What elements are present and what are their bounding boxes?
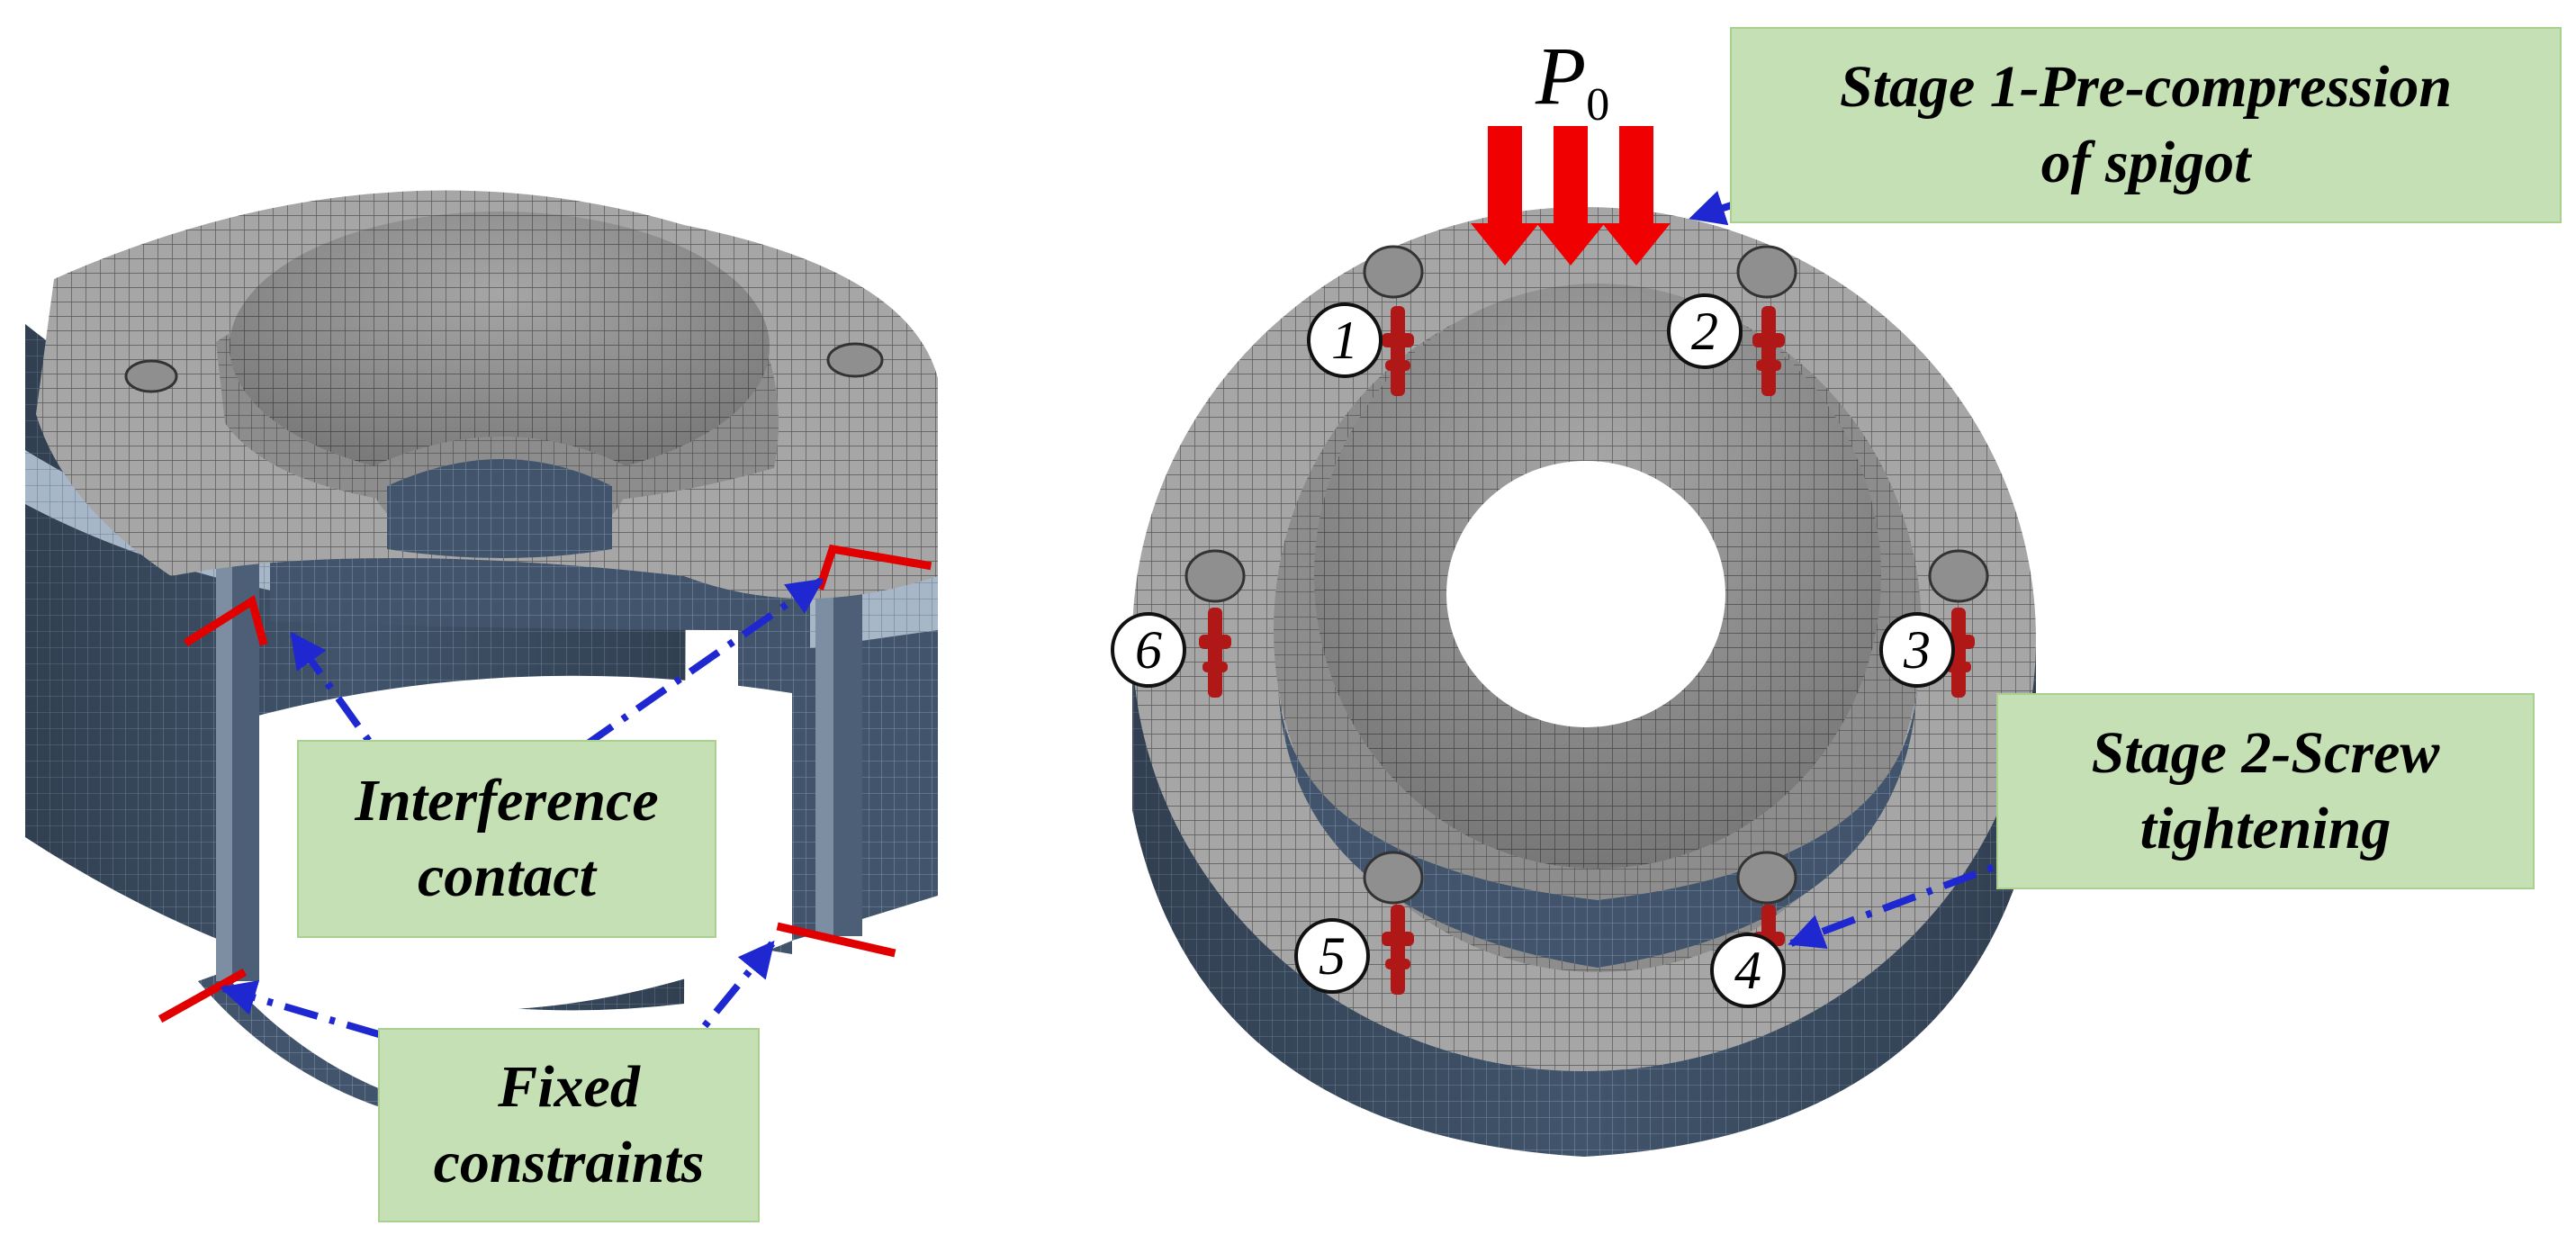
callout-stage2: Stage 2-Screw tightening [1996, 693, 2535, 889]
callout-interference-line1: Interference [355, 767, 659, 834]
screw-marker-5: 5 [1294, 918, 1370, 994]
callout-interference-line2: contact [418, 843, 596, 909]
callout-fixed-line1: Fixed [498, 1053, 640, 1120]
load-symbol: P [1536, 30, 1587, 122]
callout-fixed-line2: constraints [433, 1130, 705, 1195]
screw-marker-4: 4 [1710, 933, 1786, 1008]
left-bore-wall [270, 504, 792, 954]
callout-stage1: Stage 1-Pre-compression of spigot [1730, 27, 2562, 223]
callout-stage2-line1: Stage 2-Screw [2091, 719, 2440, 786]
screw-marker-1: 1 [1307, 302, 1383, 378]
screw-marker-2: 2 [1667, 293, 1743, 369]
callout-fixed-constraints: Fixed constraints [378, 1028, 760, 1222]
screw-marker-3: 3 [1879, 612, 1955, 688]
load-arrows [1471, 126, 1671, 266]
callout-stage1-line1: Stage 1-Pre-compression [1839, 53, 2453, 120]
leader-interference-right [528, 577, 824, 787]
screw-marker-6: 6 [1111, 612, 1186, 688]
callout-stage1-line2: of spigot [2040, 130, 2251, 195]
leader-stage2 [1788, 825, 2099, 950]
left-section-model [25, 190, 938, 1125]
right-assembly-model [1132, 126, 2036, 1157]
callout-stage2-line2: tightening [2139, 796, 2391, 861]
load-label-p0: P0 [1536, 34, 1609, 129]
callout-interference-contact: Interference contact [297, 740, 716, 938]
load-subscript: 0 [1586, 79, 1610, 131]
right-screw-holes [1184, 245, 1989, 905]
right-center-hole [1446, 461, 1725, 727]
